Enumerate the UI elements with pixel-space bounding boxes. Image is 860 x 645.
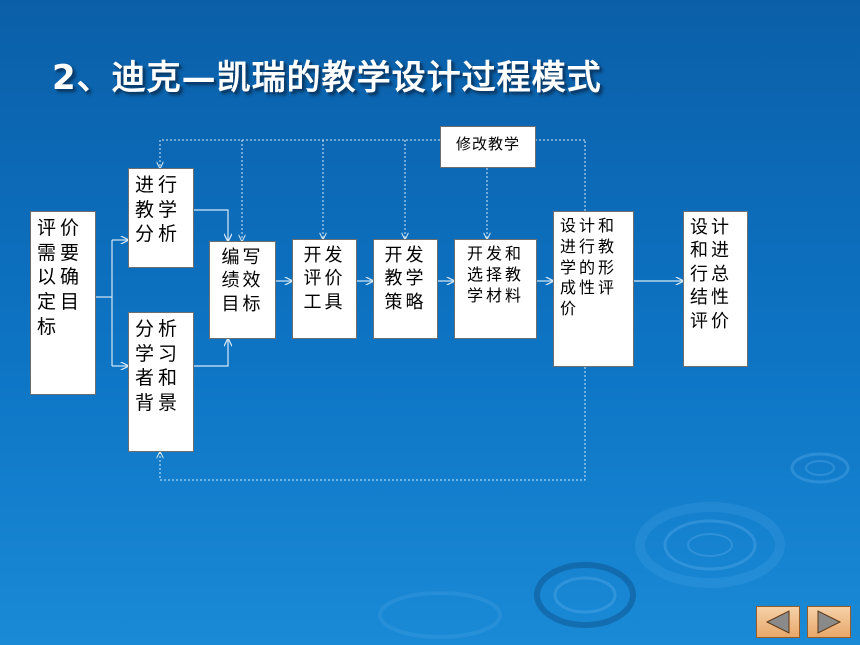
box-instructional-analysis: 进行教学分析 [128,168,194,268]
box-develop-assessment: 开发评价工具 [292,239,357,339]
box-formative-evaluation: 设计和进行教学的形成性评价 [553,211,634,367]
box-develop-materials: 开发和选择教学材料 [454,239,537,339]
box-write-objectives: 编写绩效目标 [209,241,276,339]
box-assess-needs: 评价需要以确定目标 [30,211,96,395]
box-learner-analysis: 分析学习者和背景 [128,312,194,452]
box-summative-evaluation: 设计和进行总结性评价 [683,211,748,367]
slide-title: 2、迪克—凯瑞的教学设计过程模式 [52,58,602,98]
box-revise-instruction: 修改教学 [440,126,536,168]
previous-slide-button[interactable] [756,606,800,638]
triangle-right-icon [817,610,842,634]
triangle-left-icon [765,610,790,634]
next-slide-button[interactable] [807,606,851,638]
box-develop-strategy: 开发教学策略 [373,239,438,339]
